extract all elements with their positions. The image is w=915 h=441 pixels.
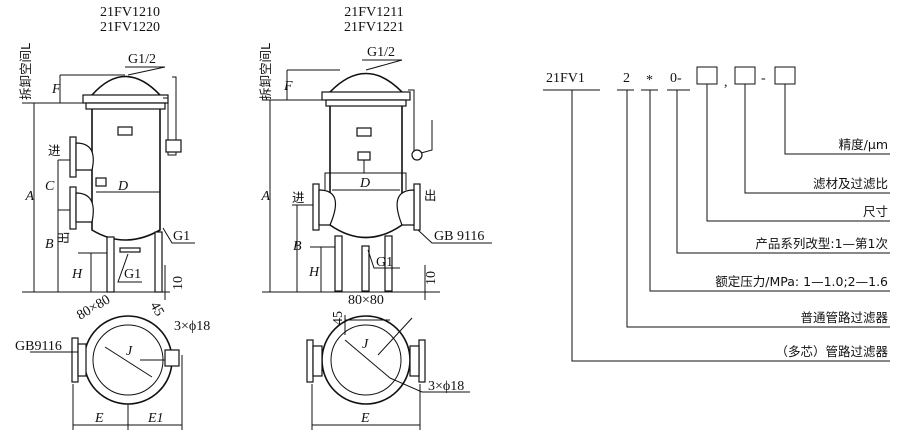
vent-label: G1/2 — [128, 52, 156, 67]
model-title: 21FV1220 — [100, 20, 160, 35]
dim-C: C — [45, 179, 55, 194]
dim-F: F — [51, 82, 61, 97]
flange-std-label: GB9116 — [15, 339, 62, 354]
right-plan: 80×80 45 3×ϕ18 J E — [306, 293, 470, 430]
square-dim: 80×80 — [348, 293, 384, 308]
left-elevation: 21FV1210 21FV1220 拆卸空间L G1/2 A F C B H D… — [18, 5, 195, 300]
offset-dim: 45 — [331, 311, 346, 325]
dim-10: 10 — [424, 271, 439, 285]
holes-label: 3×ϕ18 — [174, 319, 210, 334]
drain-bottom-label: G1 — [124, 267, 141, 282]
outlet-label: 出 — [424, 188, 437, 203]
square-dim: 80×80 — [75, 293, 114, 324]
right-elevation: 21FV1211 21FV1221 拆卸空间L G1/2 A F B H D 进… — [258, 5, 492, 300]
removal-space-label: 拆卸空间L — [258, 43, 273, 100]
left-plan: GB9116 80×80 45 3×ϕ18 J E E1 — [15, 293, 210, 430]
code-revision: 0- — [670, 71, 682, 86]
dim-F: F — [283, 79, 293, 94]
label-pressure: 额定压力/MPa: 1—1.0;2—1.6 — [715, 274, 888, 289]
dim-A: A — [24, 189, 34, 204]
dim-J: J — [362, 337, 369, 352]
inlet-label: 进 — [48, 143, 61, 158]
inlet-label: 进 — [292, 190, 305, 205]
dim-H: H — [71, 267, 83, 282]
dim-B: B — [45, 237, 54, 252]
dim-D: D — [117, 179, 128, 194]
label-media: 滤材及过滤比 — [813, 176, 888, 191]
removal-space-label: 拆卸空间L — [18, 43, 33, 100]
holes-label: 3×ϕ18 — [428, 379, 464, 394]
model-title: 21FV1221 — [344, 20, 404, 35]
drain-side-label: G1 — [173, 229, 190, 244]
dim-E1: E1 — [147, 411, 164, 426]
model-title: 21FV1211 — [344, 5, 403, 20]
outlet-label: 出 — [56, 231, 71, 244]
dim-D: D — [359, 176, 370, 191]
drain-bottom-label: G1 — [376, 255, 393, 270]
code-pressure: 2 — [623, 71, 630, 86]
dim-A: A — [260, 189, 270, 204]
dim-10: 10 — [171, 276, 186, 290]
flange-std-label: GB 9116 — [434, 229, 484, 244]
label-standard-filter: 普通管路过滤器 — [800, 310, 888, 325]
code-prefix: 21FV1 — [546, 71, 585, 86]
vent-label: G1/2 — [367, 45, 395, 60]
dim-B: B — [293, 239, 302, 254]
label-multicore-filter: （多芯）管路过滤器 — [775, 344, 888, 359]
code-media-box — [734, 66, 756, 85]
code-star: * — [646, 73, 653, 88]
model-code: 21FV1 2 * 0- , - 精度/μm 滤材及过滤比 尺寸 产品系列改型:… — [543, 66, 890, 362]
dim-H: H — [308, 265, 320, 280]
code-comma: , — [724, 75, 728, 90]
model-title: 21FV1210 — [100, 5, 160, 20]
dim-E: E — [94, 411, 104, 426]
label-size: 尺寸 — [863, 204, 888, 219]
dim-J: J — [126, 344, 133, 359]
code-precision-box — [774, 66, 796, 85]
code-size-box — [696, 66, 718, 85]
offset-dim: 45 — [147, 300, 167, 320]
label-precision: 精度/μm — [839, 137, 888, 152]
code-dash: - — [761, 71, 766, 86]
label-revision: 产品系列改型:1—第1次 — [755, 236, 888, 251]
dim-E: E — [360, 411, 370, 426]
